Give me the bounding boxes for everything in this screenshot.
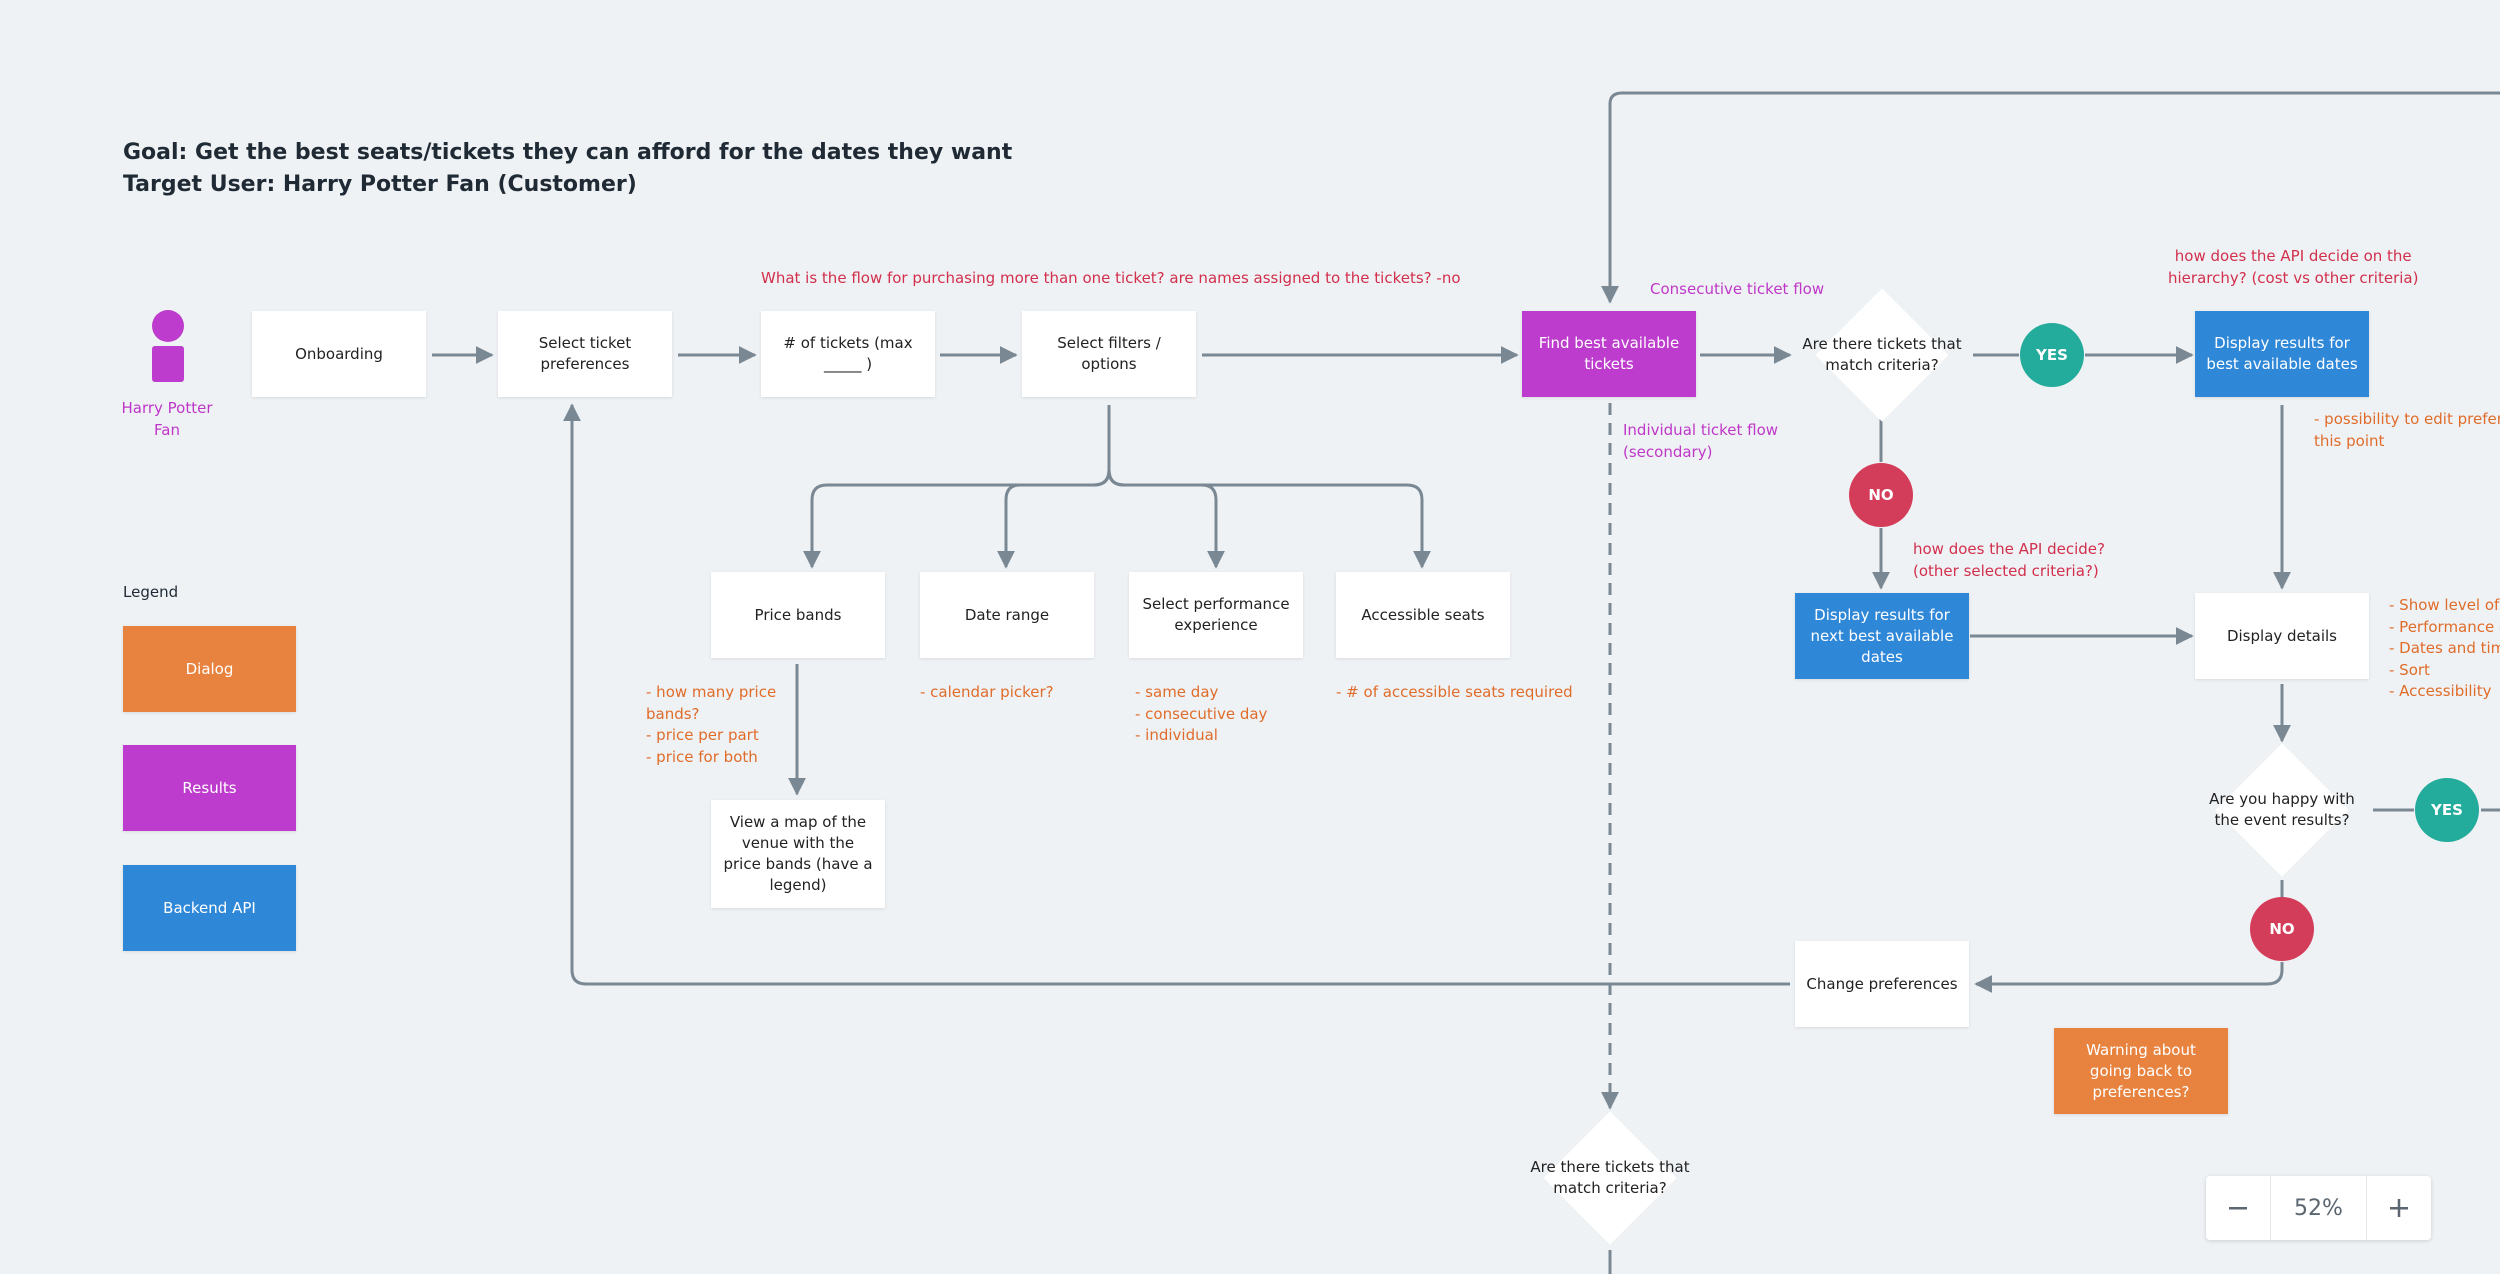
node-find-best-available[interactable]: Find best available tickets bbox=[1522, 311, 1696, 397]
arrow-branch-date bbox=[997, 469, 1111, 569]
node-select-ticket-preferences[interactable]: Select ticket preferences bbox=[498, 311, 672, 397]
node-number-of-tickets[interactable]: # of tickets (max _____ ) bbox=[761, 311, 935, 397]
decision-match-criteria-1[interactable]: Are there tickets that match criteria? bbox=[1788, 288, 1976, 422]
goal-heading: Goal: Get the best seats/tickets they ca… bbox=[123, 140, 1013, 165]
note-experience: - same day- consecutive day- individual bbox=[1135, 683, 1268, 744]
legend-title: Legend bbox=[123, 583, 179, 601]
arrow-branch-access bbox=[1107, 469, 1431, 569]
legend-dialog: Dialog bbox=[123, 626, 296, 712]
note-calendar: - calendar picker? bbox=[920, 683, 1054, 701]
plus-icon bbox=[2390, 1199, 2408, 1217]
decision-happy-results[interactable]: Are you happy with the event results? bbox=[2188, 743, 2376, 877]
zoom-in-button[interactable] bbox=[2367, 1176, 2431, 1240]
node-display-best-dates[interactable]: Display results for best available dates bbox=[2195, 311, 2369, 397]
node-venue-map[interactable]: View a map of the venue with the price b… bbox=[711, 800, 885, 908]
arrow-loop-top bbox=[1608, 91, 2500, 302]
arrow-change-prefs bbox=[563, 403, 1790, 986]
no-badge-1: NO bbox=[1849, 463, 1913, 527]
node-accessible-seats[interactable]: Accessible seats bbox=[1336, 572, 1510, 658]
node-date-range[interactable]: Date range bbox=[920, 572, 1094, 658]
yes-badge-2: YES bbox=[2415, 778, 2479, 842]
node-warning-preferences[interactable]: Warning about going back to preferences? bbox=[2054, 1028, 2228, 1114]
no-badge-2: NO bbox=[2250, 897, 2314, 961]
node-display-next-best[interactable]: Display results for next best available … bbox=[1795, 593, 1969, 679]
note-individual-flow: Individual ticket flow(secondary) bbox=[1623, 421, 1779, 461]
node-onboarding[interactable]: Onboarding bbox=[252, 311, 426, 397]
zoom-out-button[interactable] bbox=[2206, 1176, 2270, 1240]
zoom-control: 52% bbox=[2206, 1176, 2431, 1240]
target-user-heading: Target User: Harry Potter Fan (Customer) bbox=[123, 172, 637, 197]
note-details: - Show level of a- Performance d- Dates … bbox=[2389, 596, 2500, 700]
minus-icon bbox=[2229, 1207, 2247, 1210]
note-api-decide: how does the API decide?(other selected … bbox=[1913, 540, 2105, 580]
legend-backend-api: Backend API bbox=[123, 865, 296, 951]
person-body bbox=[152, 346, 184, 382]
node-price-bands[interactable]: Price bands bbox=[711, 572, 885, 658]
node-select-filters[interactable]: Select filters / options bbox=[1022, 311, 1196, 397]
arrow-no2-change bbox=[1974, 962, 2284, 993]
node-display-details[interactable]: Display details bbox=[2195, 593, 2369, 679]
persona-label: Harry Potter Fan bbox=[121, 399, 213, 439]
note-accessible: - # of accessible seats required bbox=[1336, 683, 1573, 701]
node-change-preferences[interactable]: Change preferences bbox=[1795, 941, 1969, 1027]
legend-results: Results bbox=[123, 745, 296, 831]
zoom-level: 52% bbox=[2270, 1176, 2367, 1240]
person-icon bbox=[152, 310, 184, 342]
node-performance-experience[interactable]: Select performance experience bbox=[1129, 572, 1303, 658]
note-consecutive-flow: Consecutive ticket flow bbox=[1650, 280, 1825, 298]
note-multi-ticket: What is the flow for purchasing more tha… bbox=[761, 269, 1461, 287]
yes-badge-1: YES bbox=[2020, 323, 2084, 387]
persona bbox=[145, 310, 190, 385]
decision-match-criteria-2[interactable]: Are there tickets that match criteria? bbox=[1516, 1111, 1704, 1245]
